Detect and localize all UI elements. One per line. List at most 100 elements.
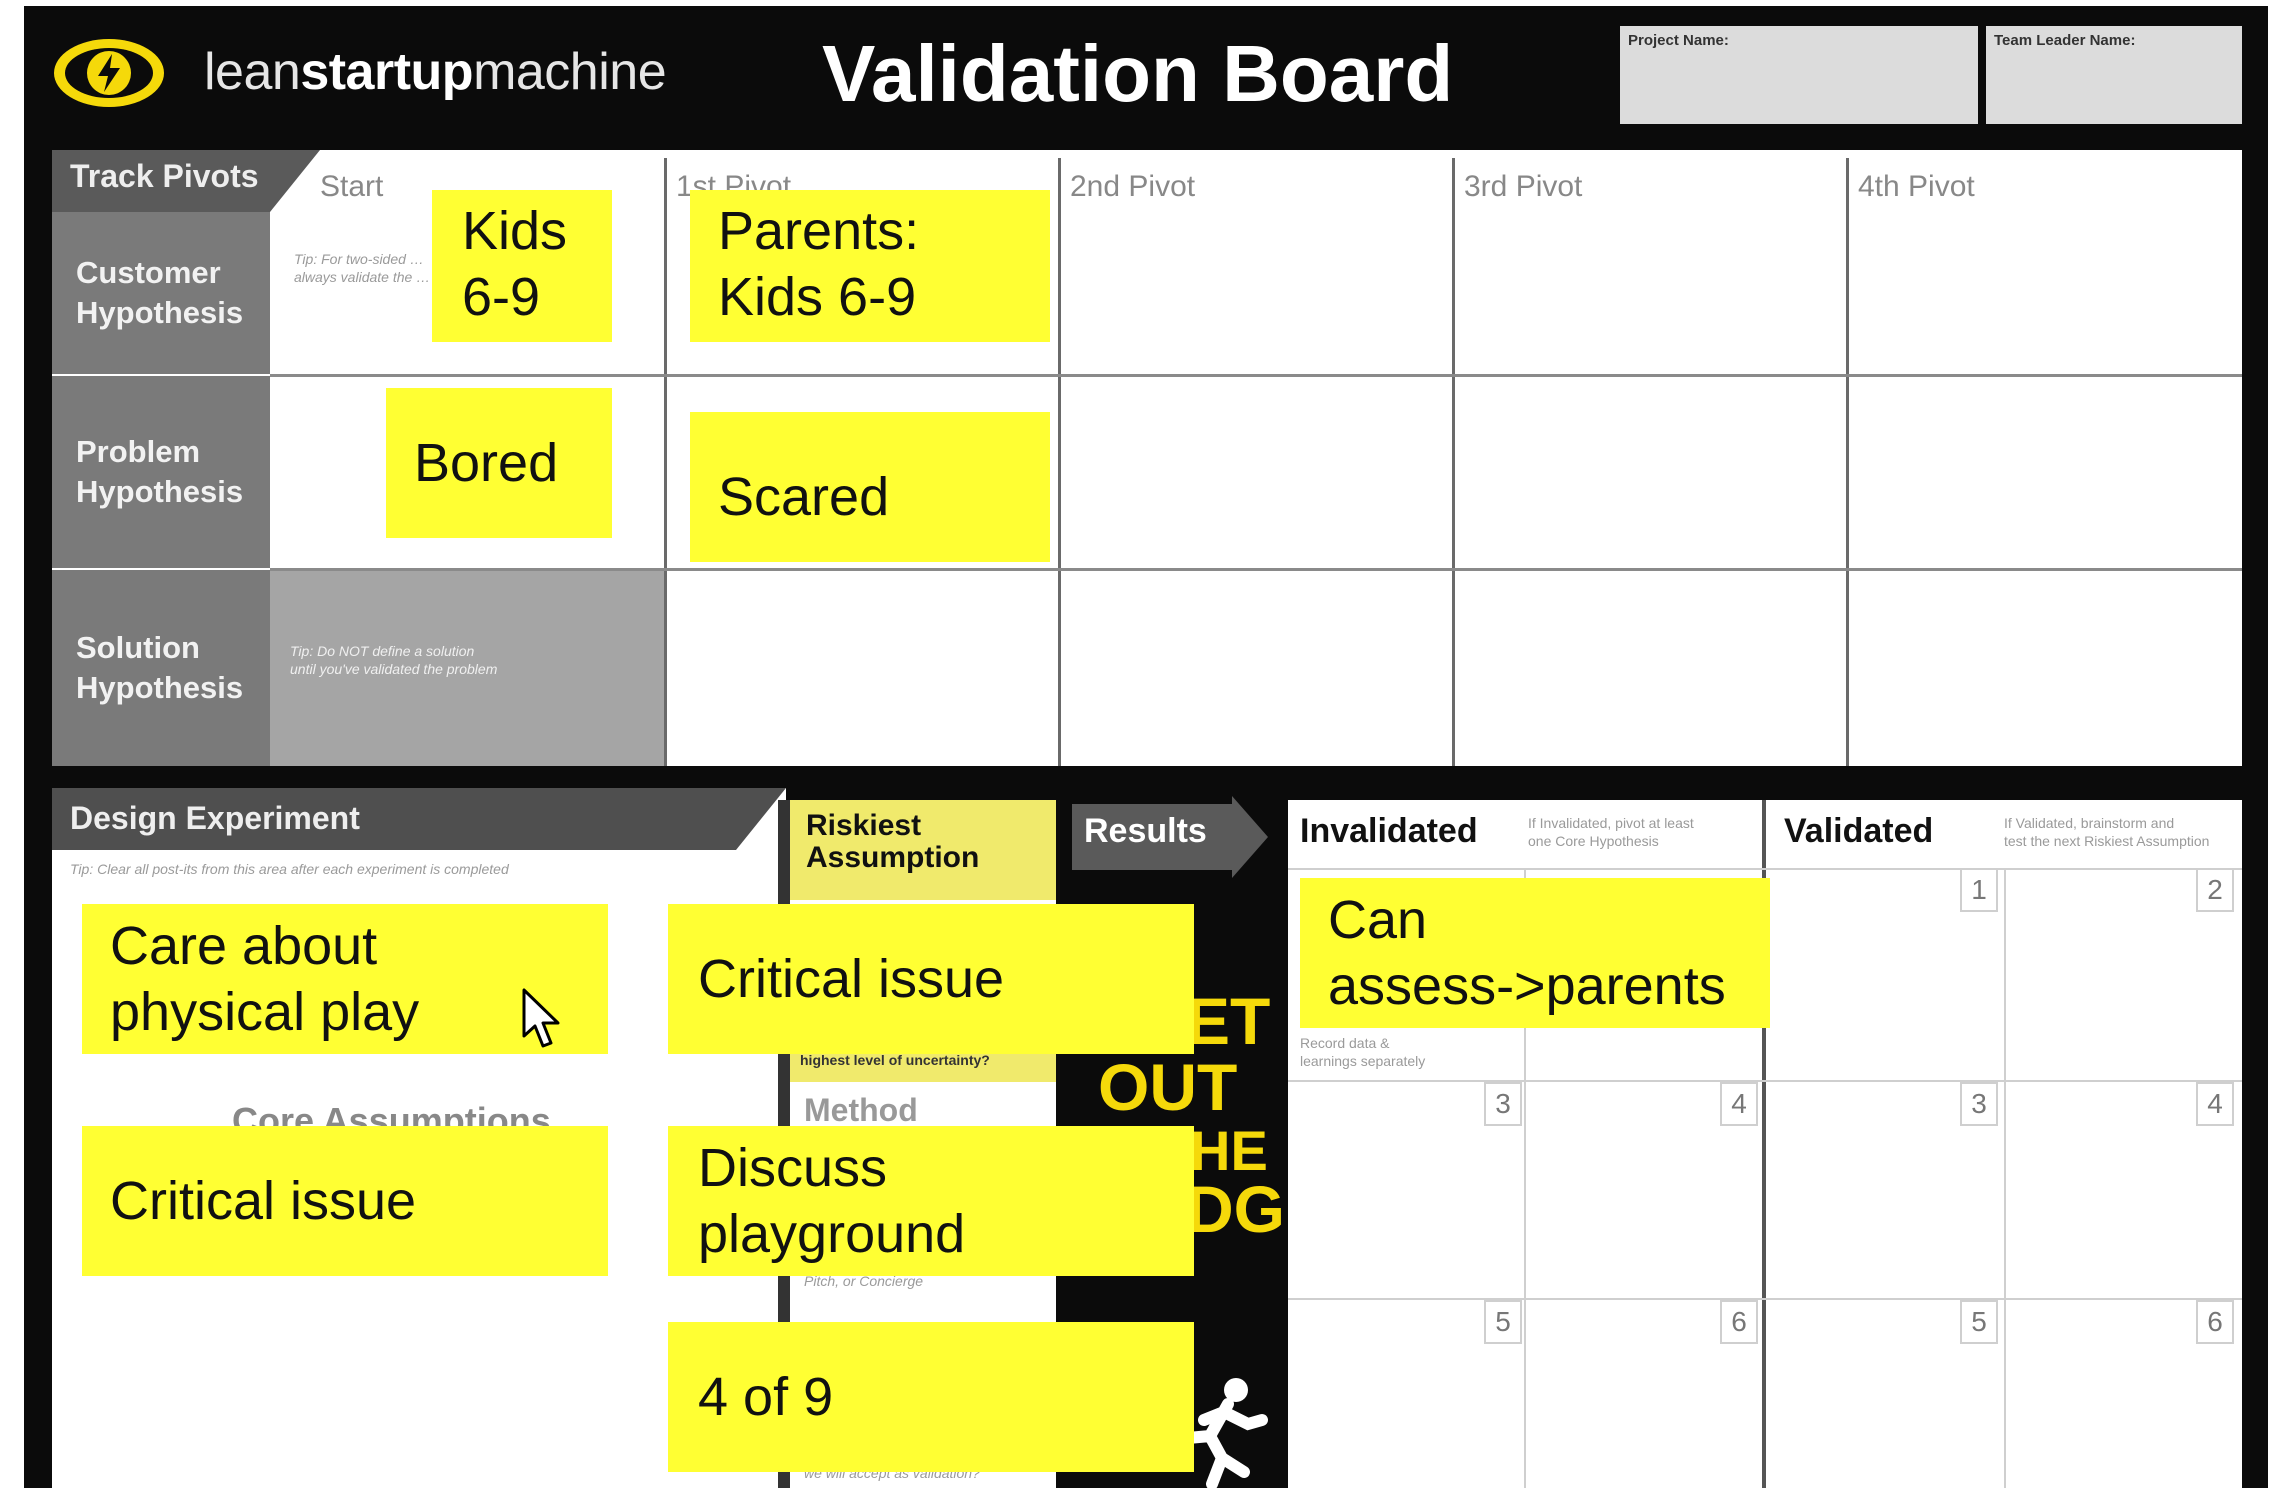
design-experiment-label: Design Experiment (70, 800, 360, 836)
sticky-riskiest[interactable]: Critical issue (668, 904, 1194, 1054)
results-hline (1288, 1298, 2242, 1300)
method-subtext: Pitch, or Concierge (804, 1273, 924, 1289)
solution-tip: Tip: Do NOT define a solution until you'v… (290, 642, 497, 678)
riskiest-line1: Riskiest (806, 809, 922, 842)
sticky-text: Kids (462, 201, 568, 261)
cell-number: 4 (2196, 1082, 2234, 1126)
results-hline (1288, 1080, 2242, 1082)
row-customer-line1: Customer (76, 255, 221, 290)
riskiest-subtext: highest level of uncertainty? (800, 1052, 990, 1068)
col-2nd-pivot: 2nd Pivot (1070, 170, 1196, 203)
sticky-text: Care about (110, 916, 378, 976)
col-4th-pivot: 4th Pivot (1858, 170, 1975, 203)
solution-tip-line1: Tip: Do NOT define a solution (290, 643, 475, 659)
row-problem-line1: Problem (76, 434, 201, 469)
row-solution-line1: Solution (76, 630, 200, 665)
grid-hline (270, 568, 2242, 571)
running-man-icon (1158, 1376, 1278, 1490)
sticky-core-assumption-2[interactable]: Critical issue (82, 1126, 608, 1276)
validated-hint: If Validated, brainstorm and test the nex… (2004, 814, 2209, 850)
sticky-text: Can (1328, 890, 1428, 950)
validated-hint-line2: test the next Riskiest Assumption (2004, 833, 2210, 849)
sticky-text: Discuss (698, 1138, 888, 1198)
row-problem-line2: Hypothesis (76, 474, 244, 509)
cell-number: 4 (1720, 1082, 1758, 1126)
cell-number: 5 (1960, 1300, 1998, 1344)
cell-number: 6 (1720, 1300, 1758, 1344)
team-leader-field[interactable]: Team Leader Name: (1986, 26, 2242, 124)
invalidated-label: Invalidated (1300, 812, 1478, 850)
mouse-cursor-icon (522, 988, 562, 1052)
get-out-text-4: DG (1186, 1172, 1285, 1246)
solution-tip-line2: until you've validated the problem (290, 661, 498, 677)
logo-machine: machine (473, 43, 667, 101)
logo-lean: lean (204, 43, 301, 101)
grid-vline (1452, 158, 1455, 766)
results-label: Results (1084, 812, 1207, 850)
lean-startup-machine-logo: leanstartupmachine (204, 42, 667, 102)
cell-number: 2 (2196, 868, 2234, 912)
invalidated-hint-line1: If Invalidated, pivot at least (1528, 815, 1694, 831)
sticky-start-problem[interactable]: Bored (386, 388, 612, 538)
row-customer-line2: Hypothesis (76, 295, 244, 330)
project-name-label: Project Name: (1628, 32, 1729, 49)
get-out-text-2: OUT (1098, 1050, 1238, 1124)
grid-vline (664, 158, 667, 766)
col-3rd-pivot: 3rd Pivot (1464, 170, 1583, 203)
col-start: Start (320, 170, 384, 203)
sticky-text: Parents: (718, 201, 920, 261)
results-divider (1762, 800, 1766, 1488)
design-tip: Tip: Clear all post-its from this area a… (70, 861, 509, 877)
cell-number: 3 (1484, 1082, 1522, 1126)
grid-hline (270, 374, 2242, 377)
project-name-field[interactable]: Project Name: (1620, 26, 1978, 124)
team-leader-label: Team Leader Name: (1994, 32, 2136, 49)
lean-startup-logo-icon (50, 36, 168, 114)
sticky-text: Critical issue (110, 1171, 417, 1231)
riskiest-line2: Assumption (806, 841, 980, 874)
track-pivots-tab (52, 150, 320, 212)
track-pivots-label: Track Pivots (70, 158, 259, 194)
cell-number: 1 (1960, 868, 1998, 912)
sticky-text: Kids 6-9 (718, 267, 917, 327)
page-title: Validation Board (822, 29, 1454, 118)
invalidated-hint-line2: one Core Hypothesis (1528, 833, 1659, 849)
sticky-minimum[interactable]: 4 of 9 (668, 1322, 1194, 1472)
sticky-text: 6-9 (462, 267, 541, 327)
sticky-pivot1-customer[interactable]: Parents:Kids 6-9 (690, 190, 1050, 342)
validated-hint-line1: If Validated, brainstorm and (2004, 815, 2175, 831)
cell-number: 6 (2196, 1300, 2234, 1344)
get-out-text-1: ET (1186, 984, 1271, 1058)
row-solution-line2: Hypothesis (76, 670, 244, 705)
sticky-text: assess->parents (1328, 956, 1726, 1016)
invalidated-hint: If Invalidated, pivot at least one Core H… (1528, 814, 1694, 850)
solution-start-cell (270, 570, 664, 766)
get-out-text-3: HE (1190, 1119, 1268, 1182)
invalidated-record-line1: Record data & (1300, 1035, 1390, 1051)
sticky-pivot1-problem[interactable]: Scared (690, 412, 1050, 562)
sticky-text: 4 of 9 (698, 1367, 834, 1427)
sticky-text: Bored (414, 433, 559, 493)
invalidated-record: Record data & learnings separately (1300, 1034, 1425, 1070)
sticky-text: physical play (110, 982, 420, 1042)
results-vline (1524, 868, 1526, 1488)
validated-label: Validated (1784, 812, 1934, 850)
method-label: Method (804, 1092, 918, 1128)
sticky-text: playground (698, 1204, 966, 1264)
results-hline (1288, 868, 2242, 870)
sticky-text: Scared (718, 467, 890, 527)
sticky-text: Critical issue (698, 949, 1005, 1009)
grid-vline (1846, 158, 1849, 766)
results-arrow (1072, 796, 1272, 878)
customer-tip: Tip: For two-sided … always validate the… (294, 251, 431, 285)
cell-number: 3 (1960, 1082, 1998, 1126)
invalidated-record-line2: learnings separately (1300, 1053, 1426, 1069)
